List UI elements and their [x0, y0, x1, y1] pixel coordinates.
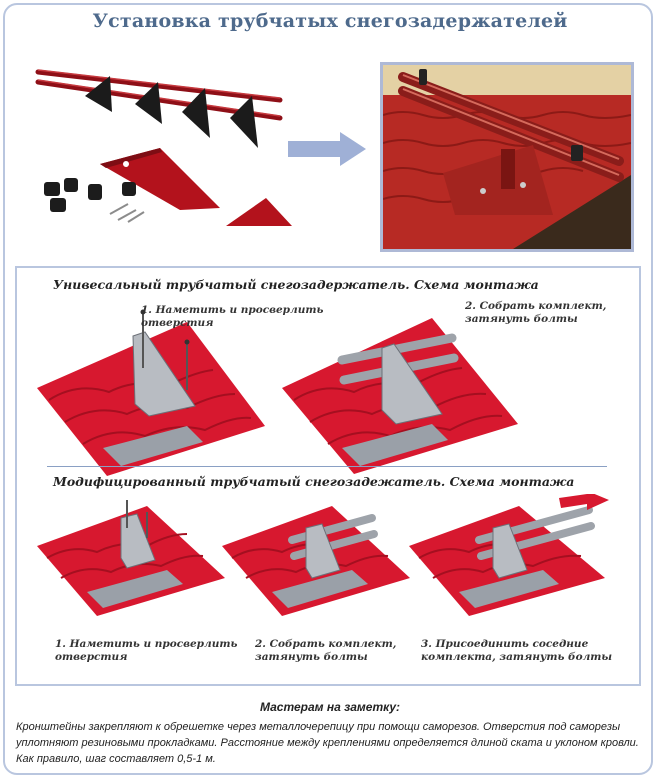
- modified-step3-figure: [409, 494, 609, 616]
- modified-scheme-heading: Модифицированный трубчатый снегозадежате…: [53, 474, 575, 489]
- right-arrow-icon: [288, 132, 368, 170]
- installed-roof-photo: [380, 62, 634, 252]
- universal-step2-figure: [282, 318, 518, 474]
- installation-scheme-panel: Унивесальный трубчатый снегозадержатель.…: [15, 266, 641, 686]
- section-divider: [47, 466, 607, 467]
- universal-scheme-heading: Унивесальный трубчатый снегозадержатель.…: [53, 277, 539, 292]
- page-title: Установка трубчатых снегозадержателей: [92, 10, 568, 32]
- universal-step2-caption: 2. Собрать комплект, затянуть болты: [465, 300, 607, 325]
- universal-step1-caption: 1. Наметить и просверлить отверстия: [141, 304, 324, 329]
- note-heading: Мастерам на заметку:: [259, 700, 401, 714]
- product-parts-illustration: [30, 58, 320, 228]
- modified-step1-figure: [37, 500, 225, 616]
- modified-step2-caption: 2. Собрать комплект, затянуть болты: [255, 638, 397, 663]
- modified-step3-caption: 3. Присоединить соседние комплекта, затя…: [421, 638, 613, 663]
- modified-step2-figure: [222, 506, 410, 616]
- universal-step1-figure: [37, 309, 265, 476]
- modified-step1-caption: 1. Наметить и просверлить отверстия: [55, 638, 238, 663]
- note-text: Кронштейны закрепляют к обрешетке через …: [16, 721, 639, 765]
